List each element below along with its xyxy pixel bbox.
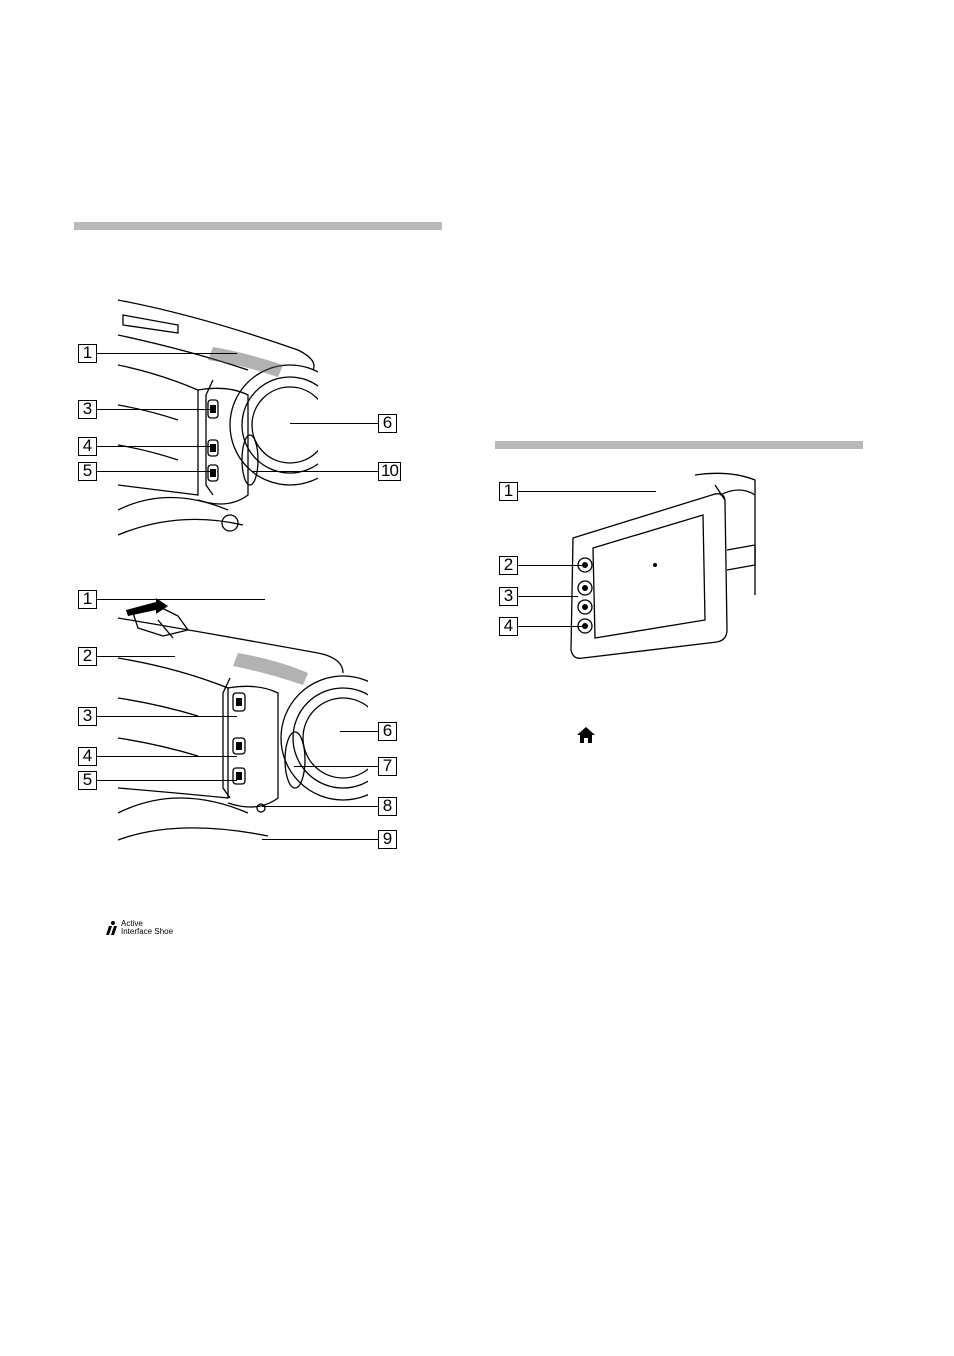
- callout-2: 2: [499, 556, 518, 575]
- callout-1: 1: [499, 482, 518, 501]
- callout-6: 6: [378, 722, 397, 741]
- callout-2: 2: [78, 647, 97, 666]
- leader-line: [97, 599, 265, 600]
- callout-6: 6: [378, 414, 397, 433]
- callout-4: 4: [499, 617, 518, 636]
- leader-line: [97, 471, 213, 472]
- leader-line: [262, 806, 378, 807]
- leader-line: [290, 423, 378, 424]
- callout-5: 5: [78, 462, 97, 481]
- leader-line: [518, 565, 585, 566]
- home-icon: [576, 725, 596, 745]
- leader-line: [97, 756, 237, 757]
- leader-line: [518, 491, 656, 492]
- callout-3: 3: [499, 587, 518, 606]
- leader-line: [518, 596, 578, 597]
- active-interface-shoe-icon: [104, 920, 118, 936]
- leader-line: [340, 731, 378, 732]
- leader-line: [97, 446, 213, 447]
- callout-1: 1: [78, 590, 97, 609]
- callout-3: 3: [78, 400, 97, 419]
- callout-4: 4: [78, 437, 97, 456]
- camcorder-side-illustration-top: [118, 295, 318, 545]
- leader-line: [97, 409, 213, 410]
- leader-line: [262, 839, 378, 840]
- callout-8: 8: [378, 797, 397, 816]
- callout-5: 5: [78, 771, 97, 790]
- leader-line: [97, 716, 237, 717]
- logo-line-2: Interface Shoe: [121, 928, 173, 936]
- lcd-panel-illustration: [555, 470, 760, 665]
- leader-line: [294, 766, 378, 767]
- callout-1: 1: [78, 344, 97, 363]
- callout-10: 10: [378, 462, 401, 481]
- leader-line: [97, 656, 175, 657]
- section-rule-right: [495, 441, 863, 449]
- callout-7: 7: [378, 757, 397, 776]
- camcorder-side-illustration-bottom: [118, 598, 368, 848]
- callout-3: 3: [78, 707, 97, 726]
- leader-line: [518, 626, 585, 627]
- callout-4: 4: [78, 747, 97, 766]
- active-interface-shoe-logo: Active Interface Shoe: [104, 920, 173, 936]
- leader-line: [252, 471, 378, 472]
- leader-line: [97, 353, 237, 354]
- section-rule-left: [74, 222, 442, 230]
- callout-9: 9: [378, 830, 397, 849]
- leader-line: [97, 780, 237, 781]
